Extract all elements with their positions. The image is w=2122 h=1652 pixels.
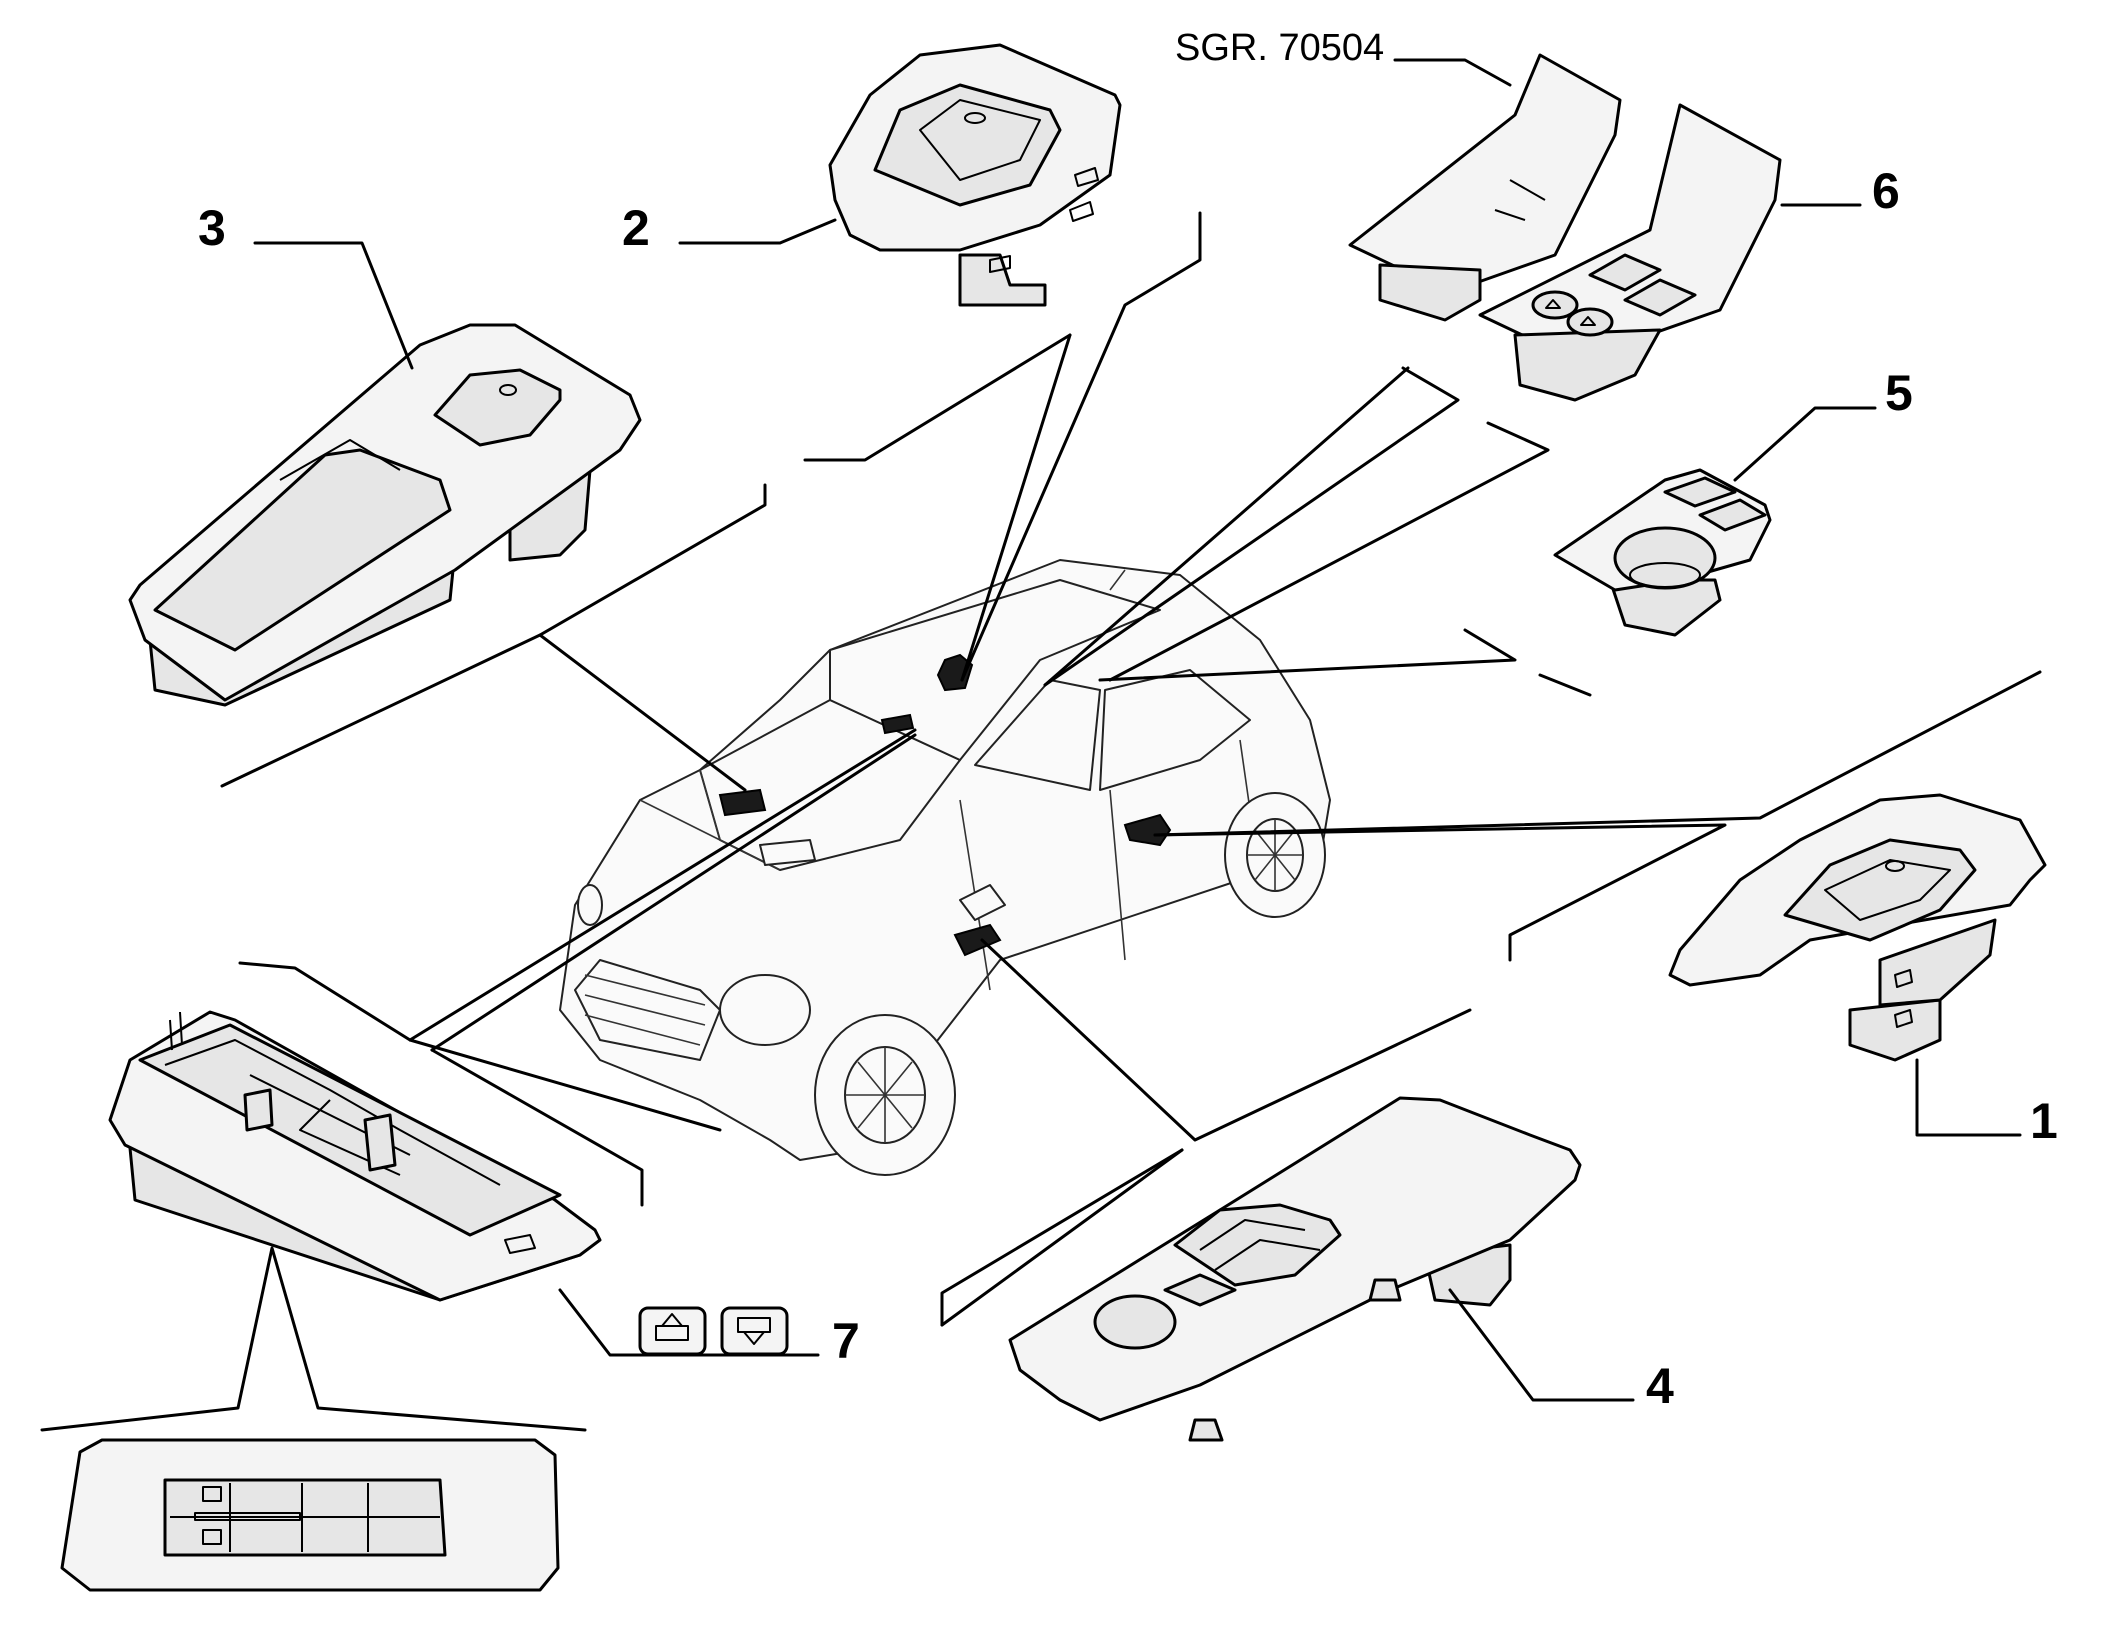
part-2-window-switch [828,43,1122,307]
part-1-window-switch [1668,793,2047,1062]
callout-6: 6 [1872,163,1900,219]
part-4-driver-door-switch-panel [1008,1096,1582,1442]
window-up-arrow-icon [661,1313,683,1327]
callout-4: 4 [1646,1358,1674,1414]
callout-3: 3 [198,200,226,256]
reference-label: SGR. 70504 [1175,27,1384,69]
part-5-seat-heater-switch [1553,468,1772,637]
label-leaders [253,58,2022,1402]
leader-lines [40,211,2042,1432]
window-buttons [638,1306,789,1356]
part-3-window-switch-with-pocket [128,323,642,707]
callout-7: 7 [832,1313,860,1369]
callout-2: 2 [622,200,650,256]
window-down-arrow-icon [743,1331,765,1345]
callout-labels: SGR. 70504 3 2 6 5 1 4 7 [198,27,2058,1414]
part-6-switch-panels [1348,53,1782,402]
part-7-console-top-view [60,1438,560,1592]
car-illustration [559,559,1331,1176]
callout-1: 1 [2030,1093,2058,1149]
callout-5: 5 [1885,365,1913,421]
part-7-roof-light-console [108,1010,602,1302]
